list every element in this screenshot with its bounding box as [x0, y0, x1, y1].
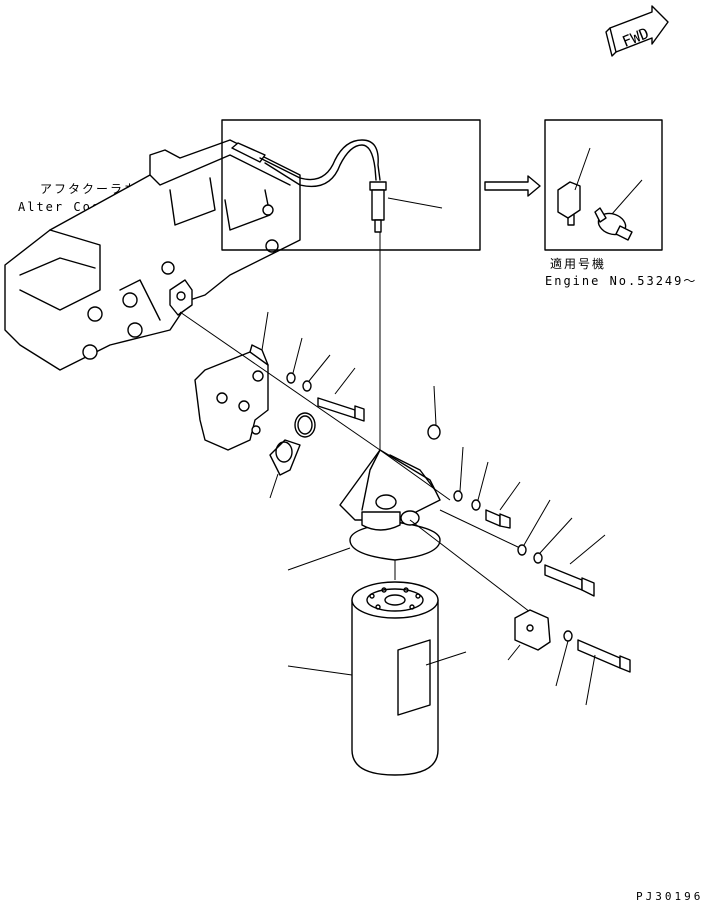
applicability-label-jp: 適用号機	[550, 256, 606, 271]
adapter-plate	[194, 311, 269, 451]
replacement-arrow-icon	[484, 175, 541, 197]
sensor-detail-frame	[221, 119, 481, 251]
new-sensor-icon	[557, 147, 643, 241]
washer-bracket	[555, 630, 573, 687]
washer-low-2	[533, 517, 573, 564]
forward-arrow-icon: FWD	[605, 5, 669, 57]
assembly-line-4	[409, 519, 531, 613]
bolt-upper	[317, 367, 365, 422]
assembly-line	[179, 311, 381, 451]
fuel-filter-cartridge	[287, 581, 467, 776]
o-ring-2	[269, 439, 301, 499]
assembly-line-2	[379, 449, 451, 501]
o-ring-1	[294, 412, 316, 438]
assembly-line-3	[439, 509, 521, 549]
washer-upper-1	[286, 337, 303, 384]
bolt-mid	[485, 481, 521, 529]
filter-head	[287, 449, 441, 580]
drawing-code: PJ30196	[636, 890, 703, 903]
washer-mid-1	[453, 446, 464, 502]
applicability-label-en: Engine No.53249～	[545, 274, 697, 288]
bolt-bracket	[577, 639, 631, 706]
washer-low-1	[517, 499, 551, 556]
washer-mid-2	[471, 461, 489, 511]
aftercooler-cover	[4, 139, 301, 371]
lower-bracket	[507, 609, 551, 661]
bolt-low	[544, 534, 606, 597]
filter-label-plate	[397, 639, 431, 716]
washer-upper-2	[302, 354, 331, 392]
sensor-harness	[231, 139, 443, 233]
cap-bolt-top	[427, 385, 441, 440]
new-sensor-frame	[544, 119, 663, 251]
